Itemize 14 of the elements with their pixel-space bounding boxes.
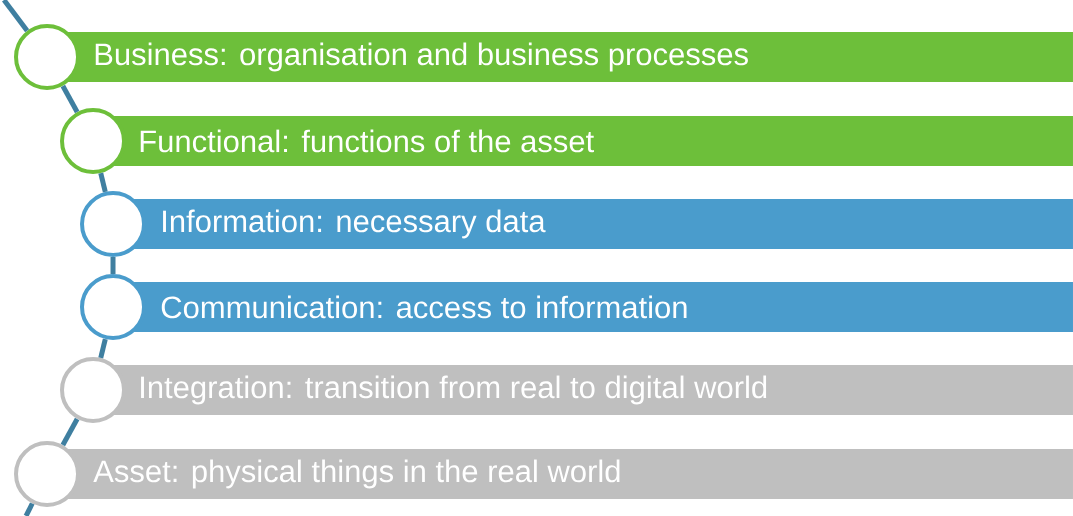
layer-bar: Integration: transition from real to digital world [110, 365, 1073, 415]
connector-line [98, 338, 108, 359]
layer-bar: Communication: access to information [130, 282, 1073, 332]
connector-line [2, 0, 30, 33]
connector-line [60, 417, 80, 447]
connector-line [98, 172, 108, 193]
connector-line [23, 502, 35, 516]
layer-bar: Business: organisation and business processes [60, 32, 1073, 82]
connector-line [60, 84, 80, 114]
layer-bar: Information: necessary data [130, 199, 1073, 249]
connector-line [110, 257, 116, 274]
circle-marker [14, 441, 80, 507]
layer-bar: Functional: functions of the asset [105, 116, 1073, 166]
layer-bar: Asset: physical things in the real world [60, 449, 1073, 499]
